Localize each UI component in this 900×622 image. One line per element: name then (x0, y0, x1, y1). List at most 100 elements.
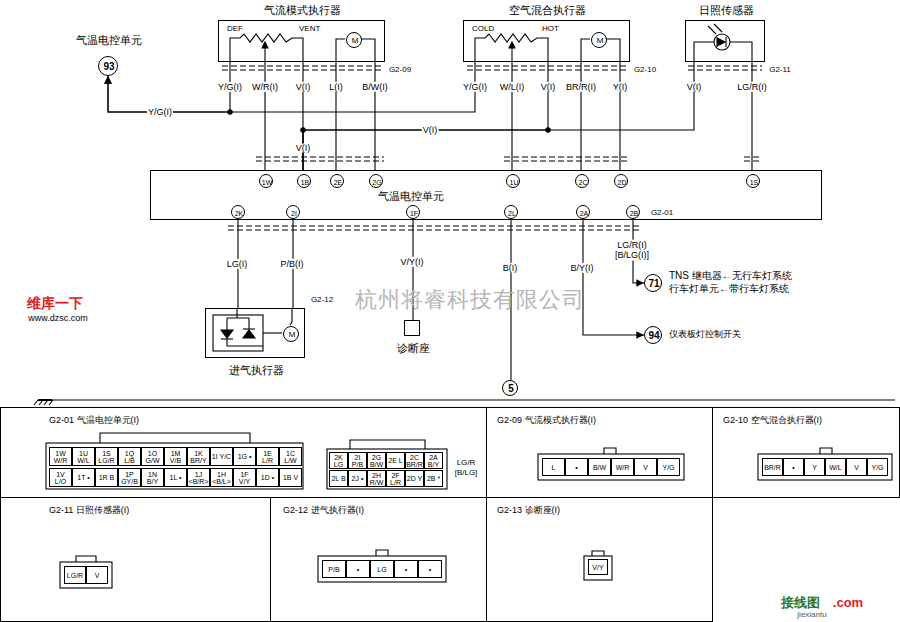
sensor-box: 日照传感器 (685, 20, 765, 62)
connector-panel: G2-11 日照传感器(I) (0, 497, 271, 622)
pin-cell: 1U W/L (72, 447, 95, 466)
pin-cell: V/Y (588, 559, 608, 575)
pin-cell: 1O G/W (141, 447, 164, 466)
pin-number: 1W (259, 174, 273, 188)
pin-cell: BR/R (762, 458, 783, 476)
motor-lead (606, 39, 620, 62)
wire-color: P/B(I) (279, 259, 304, 269)
connector-latch (350, 440, 425, 449)
pin-cell: 2K LG (329, 452, 348, 469)
node-text: G2-11 日照传感器(I) (49, 506, 129, 515)
diagram-label: 杭州将睿科技有限公司 (354, 289, 586, 311)
wire-color: B/Y(I) (569, 263, 594, 273)
pin-cell: V (86, 566, 108, 584)
switch-lead (227, 339, 263, 346)
wire (511, 62, 512, 174)
node-text: 1W (262, 179, 273, 186)
node-text: COLD (472, 25, 494, 33)
node-text: 2K (235, 210, 244, 217)
node-text: 进气执行器 (229, 365, 284, 376)
motor-lead (290, 308, 292, 325)
pin-number: 2K (231, 205, 245, 219)
pin-cell: 1R B (95, 468, 118, 487)
node-text: 空气混合执行器 (509, 5, 586, 16)
pin-cell: V (634, 458, 657, 476)
node-text: M (597, 37, 604, 45)
pin-cell: 2G B/W (367, 452, 386, 469)
pin-cell: 1E L/R (256, 447, 279, 466)
node-text: G2-01 气温电控单元(I) (49, 416, 139, 425)
wire-color: LG/R(I) [B/LG(I)] (609, 240, 655, 261)
pin-cell: L (542, 458, 565, 476)
pin-cell: Y/G (657, 458, 680, 476)
wire-color: L(I) (328, 82, 344, 92)
pin-cell: 1J <B/R> (187, 468, 210, 487)
diagram-label: G2-01 (650, 209, 674, 217)
wire (619, 62, 620, 174)
light-arrow (708, 26, 716, 34)
wire (303, 62, 694, 174)
motor-symbol: M (591, 32, 607, 48)
ground-symbol (49, 400, 53, 405)
diode-symbol (221, 330, 233, 338)
motor-lead (581, 39, 590, 62)
node-text: 71 (648, 279, 659, 289)
connector-outline (758, 454, 892, 480)
node-text: 仪表板灯控制开关 (669, 330, 741, 339)
pin-cell: 1D • (256, 468, 279, 487)
switch-lead (236, 308, 237, 318)
pin-cell: 1M V/B (164, 447, 187, 466)
diagram-label: V(I) (422, 126, 439, 135)
diagram-label: Y/G(I) (147, 108, 173, 117)
pin-number: 2B (626, 205, 640, 219)
connector-outline (60, 562, 112, 588)
pin-cell: P/B (322, 560, 346, 578)
connector-latch (820, 448, 832, 454)
wire-color: V/Y(I) (399, 257, 424, 267)
node-text: 气流模式执行器 (264, 5, 341, 16)
pin-cell: • (346, 560, 370, 578)
pin-number: 2D (614, 174, 628, 188)
pin-cell: 1H <B/L> (210, 468, 233, 487)
light-arrow (714, 24, 722, 32)
pin-cell: 1F V/Y (233, 468, 256, 487)
pin-cell: 2H R/W (367, 470, 386, 487)
pin-cell: B/W (588, 458, 611, 476)
wire (583, 219, 644, 335)
pin-cell: V (846, 458, 867, 476)
motor-symbol: M (346, 32, 362, 48)
switch-block (213, 315, 263, 351)
node-text: 2G (372, 179, 381, 186)
diagram-label: www.dzsc.com (27, 314, 89, 323)
reference-circle: 气温电控单元93 (98, 56, 118, 76)
actuator-box: 进气执行器M (205, 308, 305, 358)
pin-number: 1F (406, 205, 420, 219)
pin-cell: LG (370, 560, 394, 578)
node-text: G2-13 诊断座(I) (497, 506, 560, 515)
motor-symbol: M (283, 326, 299, 342)
pin-number: 2I (286, 205, 300, 219)
node-text: DEF (227, 25, 243, 33)
connector-outline (538, 454, 684, 480)
wire-color: B(I) (502, 263, 519, 273)
node-text: 5 (508, 384, 514, 394)
pin-number: 2E (330, 174, 344, 188)
reference-circle: 5 (502, 380, 518, 396)
node-text: 2I (291, 210, 297, 217)
node-text: G2-12 进气执行器(I) (283, 506, 364, 515)
connector-latch (592, 551, 604, 556)
pin-cell: • (418, 560, 442, 578)
pin-cell: 1T • (72, 468, 95, 487)
ground-symbol (34, 400, 38, 405)
connector-latch (376, 550, 388, 556)
wire (264, 62, 265, 174)
pin-cell: 1G • (233, 447, 256, 466)
pin-cell: 2F L/R (386, 470, 405, 487)
node-text: 93 (103, 62, 114, 72)
wire (303, 62, 548, 174)
photodiode-symbol (717, 38, 725, 46)
pin-cell: 2I P/B (348, 452, 367, 469)
wire-color: B/W(I) (361, 82, 389, 92)
